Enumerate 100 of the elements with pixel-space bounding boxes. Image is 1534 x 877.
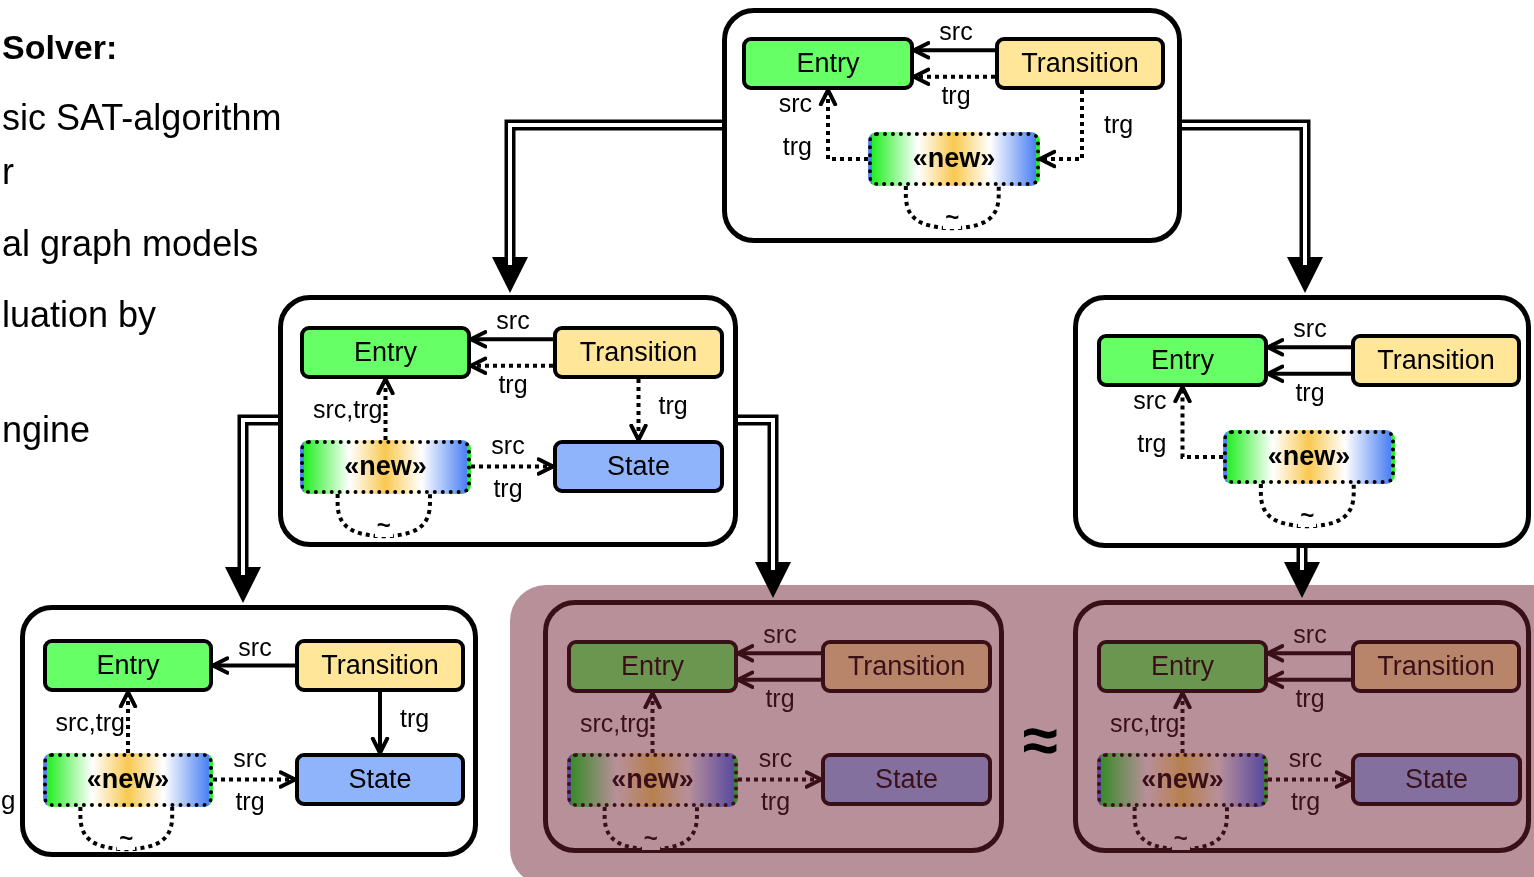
edge-label: src [1293, 621, 1327, 649]
class-box [1097, 640, 1268, 693]
edge-label: trg [1104, 110, 1134, 139]
class-box [1351, 753, 1522, 806]
class-box [553, 326, 724, 379]
class-box [553, 440, 724, 493]
arrow [738, 770, 823, 789]
arrow [1173, 691, 1192, 753]
edge-label: trg [941, 82, 971, 110]
arrow [376, 377, 395, 440]
class-box [1351, 334, 1521, 387]
edge-label: src [763, 621, 797, 649]
class-box [742, 37, 914, 90]
self-loop [335, 494, 432, 539]
edge-label: src trg [1133, 385, 1167, 459]
class-name: Transition [579, 337, 698, 368]
arrow [643, 691, 662, 753]
text-line: g [1, 785, 16, 815]
edge-label: src trg [778, 87, 812, 162]
class-name: Entry [96, 650, 160, 681]
edge-label: src [939, 18, 973, 46]
text-line: r [2, 152, 14, 192]
arrow [1268, 770, 1353, 789]
stereotype-label: «new» [344, 452, 427, 482]
arrow [213, 770, 297, 789]
arrow [1038, 90, 1084, 169]
arrow [211, 656, 295, 675]
edge-label: src trg [758, 742, 793, 817]
class-name: State [874, 764, 938, 795]
graph-frame [20, 605, 478, 857]
edge-label: src [238, 633, 272, 662]
arrow [471, 457, 555, 476]
stereotype-label: «new» [86, 765, 170, 795]
class-name: Transition [1377, 651, 1495, 682]
self-loop [78, 807, 175, 852]
arrow [912, 41, 995, 60]
arrow [1266, 670, 1351, 689]
arrow [818, 88, 868, 161]
edge-label: src [496, 307, 530, 335]
edge-label: src [1293, 315, 1327, 343]
arrow [629, 379, 648, 442]
arrow [1173, 385, 1223, 459]
arrow [469, 330, 553, 349]
class-box [821, 753, 992, 806]
new-object-box [567, 753, 738, 807]
class-name: Entry [796, 48, 860, 79]
edge-label: src,trg [313, 396, 383, 424]
class-box [995, 37, 1165, 90]
self-loop [1258, 484, 1356, 529]
edge-label: trg [658, 391, 688, 420]
edge-label: src trg [1288, 742, 1323, 817]
graph-frame [543, 600, 1004, 853]
class-box [295, 753, 465, 806]
text-line: ngine [2, 410, 91, 450]
new-object-box [1223, 430, 1395, 484]
stereotype-label: «new» [1141, 765, 1224, 795]
class-name: State [1404, 764, 1468, 795]
edge-label: src trg [491, 429, 525, 504]
text-line: al graph models [2, 224, 259, 264]
class-box [567, 640, 738, 693]
graph-frame [1073, 600, 1531, 853]
edge-label: src,trg [580, 710, 650, 738]
arrow [370, 692, 390, 755]
graph-frame [278, 295, 738, 547]
edge-label: src,trg [55, 709, 125, 737]
edge-label: trg [765, 685, 795, 713]
text-line: sic SAT-algorithm [2, 98, 282, 138]
class-name: Entry [621, 651, 684, 682]
class-name: Transition [1021, 48, 1139, 79]
arrow [1266, 644, 1351, 663]
text-line: luation by [2, 295, 157, 335]
class-name: Transition [847, 651, 966, 682]
new-object-box [43, 753, 213, 807]
arrow [469, 356, 553, 375]
new-object-box [868, 132, 1040, 186]
approx-symbol: ≈ [1022, 704, 1058, 776]
class-box [1097, 334, 1268, 387]
edge-label: src,trg [1110, 710, 1180, 738]
arrow [1266, 338, 1351, 357]
class-name: Transition [321, 650, 439, 681]
stereotype-label: «new» [1267, 442, 1351, 472]
edge-label: trg [400, 704, 430, 733]
class-name: Entry [1151, 651, 1214, 682]
arrow [912, 67, 995, 86]
class-name: Entry [1151, 345, 1214, 376]
text-line: Solver: [2, 29, 118, 67]
graph-frame [1073, 295, 1531, 548]
class-box [295, 639, 465, 692]
highlight-band [510, 585, 1534, 877]
arrow [118, 690, 138, 753]
edge-label: trg [1295, 685, 1325, 713]
edge-label: trg [498, 371, 528, 399]
class-box [43, 639, 213, 692]
class-name: State [348, 764, 412, 795]
arrow [736, 644, 821, 663]
graph-frame [722, 8, 1182, 243]
arrow [1266, 364, 1351, 383]
stereotype-label: «new» [912, 144, 996, 174]
arrow [736, 670, 821, 689]
class-name: State [606, 451, 670, 482]
